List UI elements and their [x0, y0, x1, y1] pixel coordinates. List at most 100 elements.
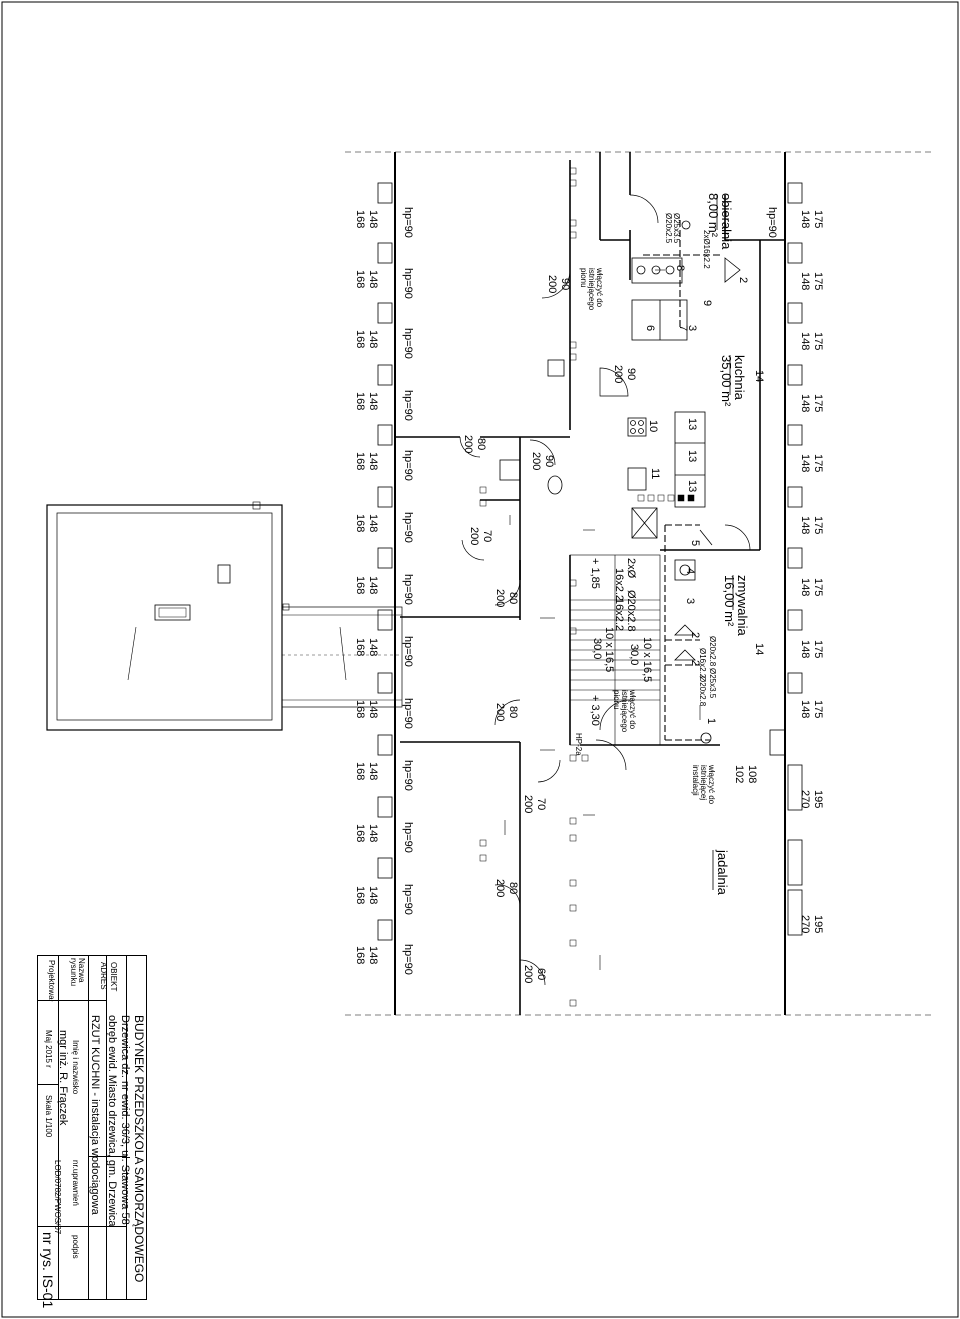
tb-adres-line2: obręb ewid. Miasto drzewica, gm. Drzewic…: [106, 1015, 118, 1227]
window-label: 175: [812, 516, 824, 535]
window-label: 175: [812, 640, 824, 659]
window-label: 148: [367, 762, 379, 781]
equipment-number: 14: [753, 370, 765, 383]
equipment-number: 6: [644, 325, 656, 332]
door-label: 60: [535, 968, 547, 981]
door-label: 200: [462, 435, 474, 454]
window-label: 168: [354, 270, 366, 289]
window-label: hp=90: [402, 574, 414, 605]
stair-level: + 3,30: [589, 695, 601, 726]
pipe-label: 2xØ: [625, 558, 637, 579]
window-label: hp=90: [402, 328, 414, 359]
room-name: obieralnia: [719, 193, 734, 250]
window-label: 148: [799, 394, 811, 413]
tb-nazwa-value: RZUT KUCHNI - instalacja wodociągowa: [89, 1015, 101, 1215]
tb-uprawnienia: LOD/0782/PWOS/07: [53, 1160, 62, 1235]
door-label: 90: [625, 368, 637, 381]
pipe-label: 16x2.2: [613, 598, 625, 632]
window-label: 148: [367, 946, 379, 965]
pipe-label: Ø20x2.8: [625, 590, 637, 632]
room-label-marks: [712, 195, 734, 890]
window-label: 168: [354, 392, 366, 411]
stair-steps: 10 x 16,5: [641, 637, 653, 683]
tb-obiekt-label: OBIEKT: [109, 962, 118, 992]
pipe-label: 2xØ16x2.2: [702, 230, 711, 269]
window-label: 148: [799, 700, 811, 719]
stair-steps: 10 x 16,5: [603, 627, 615, 673]
window-label: 148: [799, 640, 811, 659]
window-label: 175: [812, 332, 824, 351]
window-label: 168: [354, 824, 366, 843]
tb-nr-upr-label: nr.uprawnień: [71, 1160, 80, 1206]
pipe-label: Ø25x3.5: [708, 668, 717, 699]
window-label: hp=90: [402, 268, 414, 299]
window-label: 175: [812, 578, 824, 597]
window-label: 148: [367, 824, 379, 843]
window-label: 175: [812, 210, 824, 229]
door-label: 70: [481, 530, 493, 543]
window-label: hp=90: [402, 390, 414, 421]
window-label: hp=90: [766, 207, 778, 238]
window-label: hp=90: [402, 207, 414, 238]
window-label: 148: [799, 272, 811, 291]
equipment-number: 3: [684, 598, 696, 605]
door-swings: [459, 194, 751, 986]
door-label: 200: [494, 879, 506, 898]
window-label: 148: [367, 330, 379, 349]
pipe-label: Ø20x2.8: [698, 676, 707, 707]
equipment-number: 13: [686, 450, 698, 463]
pipe-label: Ø20x2.5: [664, 213, 673, 244]
window-label: hp=90: [402, 636, 414, 667]
tb-sheet-no: nr rys. IS-01: [40, 1232, 56, 1309]
water-pipes: [640, 220, 720, 741]
window-label: 108: [746, 765, 758, 784]
flow-arrows: [504, 269, 701, 970]
window-label: 148: [367, 210, 379, 229]
interior-walls: [395, 152, 785, 1015]
window-label: hp=90: [402, 512, 414, 543]
tb-projektowal-label: Projektował: [47, 960, 56, 1002]
tb-obiekt-value: BUDYNEK PRZEDSZKOLA SAMORZĄDOWEGO: [132, 1015, 146, 1283]
door-label: 200: [468, 527, 480, 546]
window-label: 175: [812, 394, 824, 413]
tb-adres-line1: Drzewica dz. nr ewid. 36/3, ul. Stawowa …: [119, 1015, 131, 1225]
window-label: 168: [354, 452, 366, 471]
door-label: 200: [494, 589, 506, 608]
window-label: 270: [799, 915, 811, 934]
pipe-label: Ø20x2.8: [708, 636, 717, 667]
tb-date: Maj 2015 r: [44, 1030, 53, 1068]
window-label: 102: [733, 765, 745, 784]
window-label: 168: [354, 330, 366, 349]
window-label: 148: [799, 578, 811, 597]
tb-podpis-label: podpis: [71, 1235, 80, 1259]
tb-imie-label: Imię i nazwisko: [71, 1040, 80, 1095]
tb-nazwa-label: Nazwa rysunku: [69, 958, 86, 987]
room-name: jadalnia: [715, 850, 730, 895]
window-label: 148: [799, 332, 811, 351]
door-label: 200: [530, 452, 542, 471]
window-label: 195: [812, 790, 824, 809]
window-label: 175: [812, 700, 824, 719]
equipment-number: 5: [689, 540, 701, 547]
window-label: 148: [799, 210, 811, 229]
window-label: 168: [354, 638, 366, 657]
building-outline: [345, 151, 935, 1016]
door-label: 80: [507, 706, 519, 719]
window-label: 168: [354, 886, 366, 905]
equipment-number: 1: [705, 718, 717, 725]
kitchen-equipment: [499, 257, 706, 581]
equipment-number: 2: [689, 660, 701, 667]
door-label: 200: [522, 795, 534, 814]
door-label: 90: [543, 455, 555, 468]
landing-code: HP-2a: [574, 733, 583, 756]
riser-note: włączyć do istniejącego pionu: [612, 690, 637, 733]
door-label: 200: [494, 703, 506, 722]
door-label: 70: [535, 798, 547, 811]
staircase: [569, 554, 661, 746]
window-label: hp=90: [402, 760, 414, 791]
window-label: 270: [799, 790, 811, 809]
equipment-number: 10: [647, 420, 659, 433]
stair-tread: 30,0: [628, 644, 640, 666]
equipment-number: 14: [753, 643, 765, 656]
